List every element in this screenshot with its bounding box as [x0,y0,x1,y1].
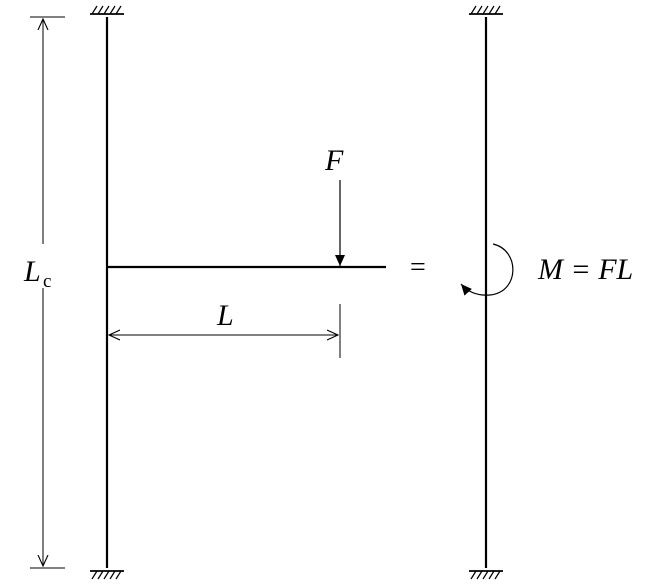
column-height-label: L [23,255,41,288]
fixed-support-bottom-left [90,570,124,580]
equals-sign: = [410,252,426,283]
moment-equation: M = FL [537,253,633,286]
fixed-support-top-right [469,5,503,15]
column-height-dimension: L c [23,16,65,569]
fixed-support-bottom-right [469,570,503,580]
beam-length-label: L [216,299,234,332]
point-load: F [324,144,345,266]
fixed-support-top-left [90,5,124,15]
column-height-subscript: c [43,271,51,292]
applied-moment: M = FL [460,243,633,296]
force-label: F [324,144,344,177]
moment-arc-arrow [460,243,514,296]
beam-length-dimension: L [109,299,341,358]
